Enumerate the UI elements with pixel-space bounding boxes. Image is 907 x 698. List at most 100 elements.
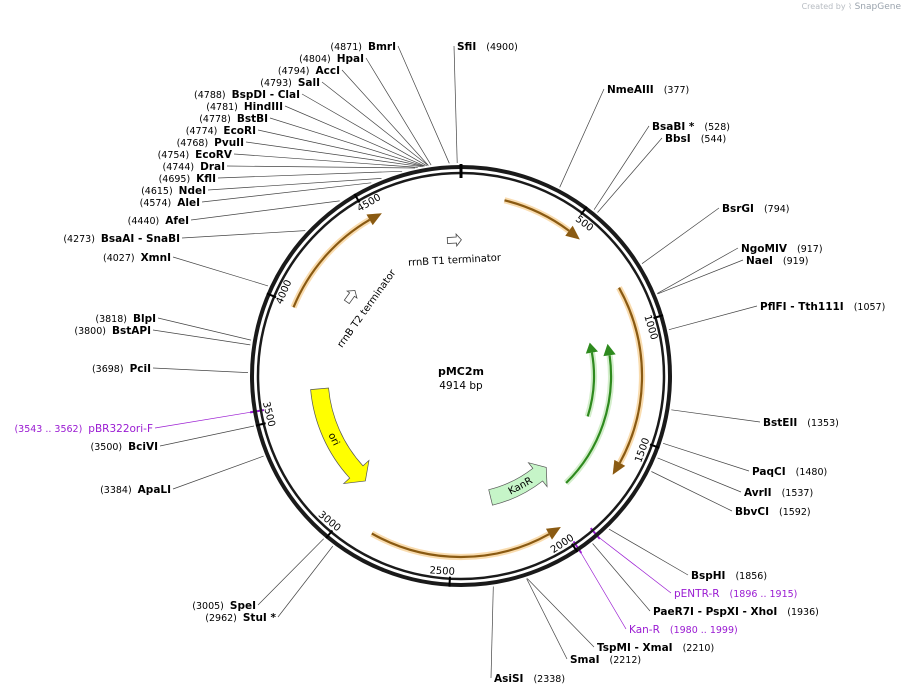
feature-label-rrnb-t1-terminator: rrnB T1 terminator	[408, 253, 502, 269]
features-layer: rrnB T1 terminator rrnB T2 terminator oriK…	[290, 197, 646, 561]
enzyme-label-spei[interactable]: (3005)SpeI	[192, 600, 256, 612]
site-name: TspMI - XmaI	[597, 642, 673, 654]
enzyme-label-bsrgi[interactable]: BsrGI(794)	[722, 203, 790, 215]
green-arc-9[interactable]	[584, 342, 599, 418]
enzyme-label-bstbi[interactable]: (4778) BstBI	[199, 113, 268, 125]
enzyme-label-bcivi[interactable]: (3500)BciVI	[91, 441, 158, 453]
site-position: (4768)	[177, 138, 209, 149]
site-name: pENTR-R	[674, 588, 720, 600]
site-name: AfeI	[165, 215, 189, 227]
site-position: (528)	[704, 122, 730, 133]
enzyme-label-smai[interactable]: SmaI(2212)	[570, 654, 641, 666]
enzyme-label-ecori[interactable]: (4774)EcoRI	[186, 125, 256, 137]
site-position: (4900)	[486, 42, 518, 53]
primer-label-kan-r[interactable]: Kan-R(1980 .. 1999)	[629, 624, 738, 636]
enzyme-label-sfii[interactable]: SfiI(4900)	[457, 41, 518, 53]
enzyme-label-pcii[interactable]: (3698)PciI	[92, 363, 151, 375]
site-position: (1592)	[779, 507, 811, 518]
site-position: (4778)	[199, 114, 231, 125]
feature-body	[565, 355, 613, 484]
enzyme-label-blpi[interactable]: (3818)BlpI	[95, 313, 156, 325]
enzyme-leader-bcivi	[159, 425, 255, 447]
site-name: NmeAIII	[607, 84, 654, 96]
enzyme-label-pflfi-tth111i[interactable]: PflFI - Tth111I(1057)	[760, 301, 885, 313]
enzyme-label-bstapi[interactable]: (3800)BstAPI	[74, 325, 151, 337]
orange-arc-5[interactable]	[612, 286, 646, 475]
site-name: DraI	[200, 161, 225, 173]
enzyme-label-hpai[interactable]: (4804)HpaI	[299, 53, 364, 65]
enzyme-label-bsphi[interactable]: BspHI(1856)	[691, 570, 767, 582]
site-position: (4754)	[158, 150, 190, 161]
enzyme-leader-bstbi	[269, 117, 425, 167]
site-name: SmaI	[570, 654, 600, 666]
feature-rrnb-t1-terminator[interactable]: rrnB T1 terminator	[408, 232, 502, 269]
enzyme-label-bbvci[interactable]: BbvCI(1592)	[735, 506, 811, 518]
enzyme-label-bsaai-snabi[interactable]: (4273)BsaAI - SnaBI	[63, 233, 180, 245]
enzyme-label-bspdi-clai[interactable]: (4788)BspDI - ClaI	[194, 89, 300, 101]
enzyme-label-avrii[interactable]: AvrII(1537)	[744, 487, 813, 499]
feature-rrnb-t2-terminator[interactable]: rrnB T2 terminator	[336, 267, 400, 350]
enzyme-label-bbsi[interactable]: BbsI(544)	[665, 133, 726, 145]
enzyme-leader-xmni	[172, 256, 269, 287]
bp-tick-1000	[653, 314, 664, 320]
orange-arc-7[interactable]	[290, 213, 382, 309]
enzyme-leader-acci	[341, 69, 429, 166]
enzyme-label-ndei[interactable]: (4615)NdeI	[141, 185, 206, 197]
site-position: (3500)	[91, 442, 123, 453]
site-position: (377)	[664, 85, 690, 96]
site-name: PaqCI	[752, 466, 786, 478]
enzyme-leader-hpai	[365, 57, 432, 166]
site-name: BlpI	[133, 313, 156, 325]
enzyme-label-bsabi[interactable]: BsaBI *(528)	[652, 121, 730, 133]
enzyme-leader-bbsi	[597, 137, 663, 213]
feature-ori[interactable]: ori	[310, 387, 370, 485]
site-position: (4574)	[140, 198, 172, 209]
enzyme-label-ecorv[interactable]: (4754)EcoRV	[158, 149, 233, 161]
enzyme-leader-ecorv	[233, 153, 418, 168]
enzyme-label-kfli[interactable]: (4695)KflI	[159, 173, 216, 185]
site-labels: (4871)BmrI(4804)HpaI(4794)AccI(4793)SalI…	[14, 41, 885, 685]
site-name: BspDI - ClaI	[232, 89, 300, 101]
site-position: (2210)	[683, 643, 715, 654]
feature-kanr[interactable]: KanR	[488, 462, 548, 506]
enzyme-label-afei[interactable]: (4440)AfeI	[128, 215, 189, 227]
site-position: (2338)	[533, 674, 565, 685]
enzyme-label-nmeaiii[interactable]: NmeAIII (377)	[607, 84, 689, 96]
enzyme-label-tspmi-xmai[interactable]: TspMI - XmaI (2210)	[597, 642, 714, 654]
tick-label-500: 500	[573, 214, 595, 234]
enzyme-label-xmni[interactable]: (4027)XmnI	[103, 252, 171, 264]
enzyme-leader-afei	[190, 200, 340, 221]
primer-label-pbr322ori-f[interactable]: (3543 .. 3562)pBR322ori-F	[14, 423, 153, 435]
enzyme-leader-nmeaiii	[559, 88, 605, 188]
tick-label-2500: 2500	[429, 565, 455, 577]
site-position: (917)	[797, 244, 823, 255]
site-position: (1980 .. 1999)	[670, 625, 738, 636]
enzyme-label-asisi[interactable]: AsiSI(2338)	[494, 673, 565, 685]
orange-arc-6[interactable]	[370, 526, 561, 561]
feature-body	[504, 199, 570, 232]
site-position: (919)	[783, 256, 809, 267]
enzyme-label-bsteii[interactable]: BstEII(1353)	[763, 417, 839, 429]
enzyme-label-paqci[interactable]: PaqCI(1480)	[752, 466, 827, 478]
enzyme-label-stui[interactable]: (2962)StuI *	[205, 612, 276, 624]
green-arc-8[interactable]	[563, 343, 616, 486]
site-position: (4871)	[330, 42, 362, 53]
site-name: BstBI	[237, 113, 268, 125]
enzyme-label-sali[interactable]: (4793)SalI	[260, 77, 320, 89]
enzyme-label-ngomiv[interactable]: NgoMIV(917)	[741, 243, 823, 255]
feature-body	[586, 352, 596, 417]
enzyme-label-apali[interactable]: (3384)ApaLI	[100, 484, 171, 496]
enzyme-label-drai[interactable]: (4744)DraI	[163, 161, 225, 173]
feature-shape	[310, 387, 370, 485]
enzyme-label-bmri[interactable]: (4871)BmrI	[330, 41, 396, 53]
enzyme-label-naei[interactable]: NaeI(919)	[746, 255, 808, 267]
enzyme-label-alei[interactable]: (4574)AleI	[140, 197, 200, 209]
orange-arc-4[interactable]	[503, 197, 580, 240]
enzyme-leader-hindiii	[284, 105, 426, 167]
enzyme-label-acci[interactable]: (4794)AccI	[278, 65, 340, 77]
enzyme-label-paer7i-pspxi-xhoi[interactable]: PaeR7I - PspXI - XhoI(1936)	[653, 606, 819, 618]
bp-tick-2000	[571, 543, 579, 553]
enzyme-label-pvuii[interactable]: (4768)PvuII	[177, 137, 244, 149]
enzyme-label-hindiii[interactable]: (4781)HindIII	[206, 101, 283, 113]
primer-label-pentr-r[interactable]: pENTR-R(1896 .. 1915)	[674, 588, 797, 600]
